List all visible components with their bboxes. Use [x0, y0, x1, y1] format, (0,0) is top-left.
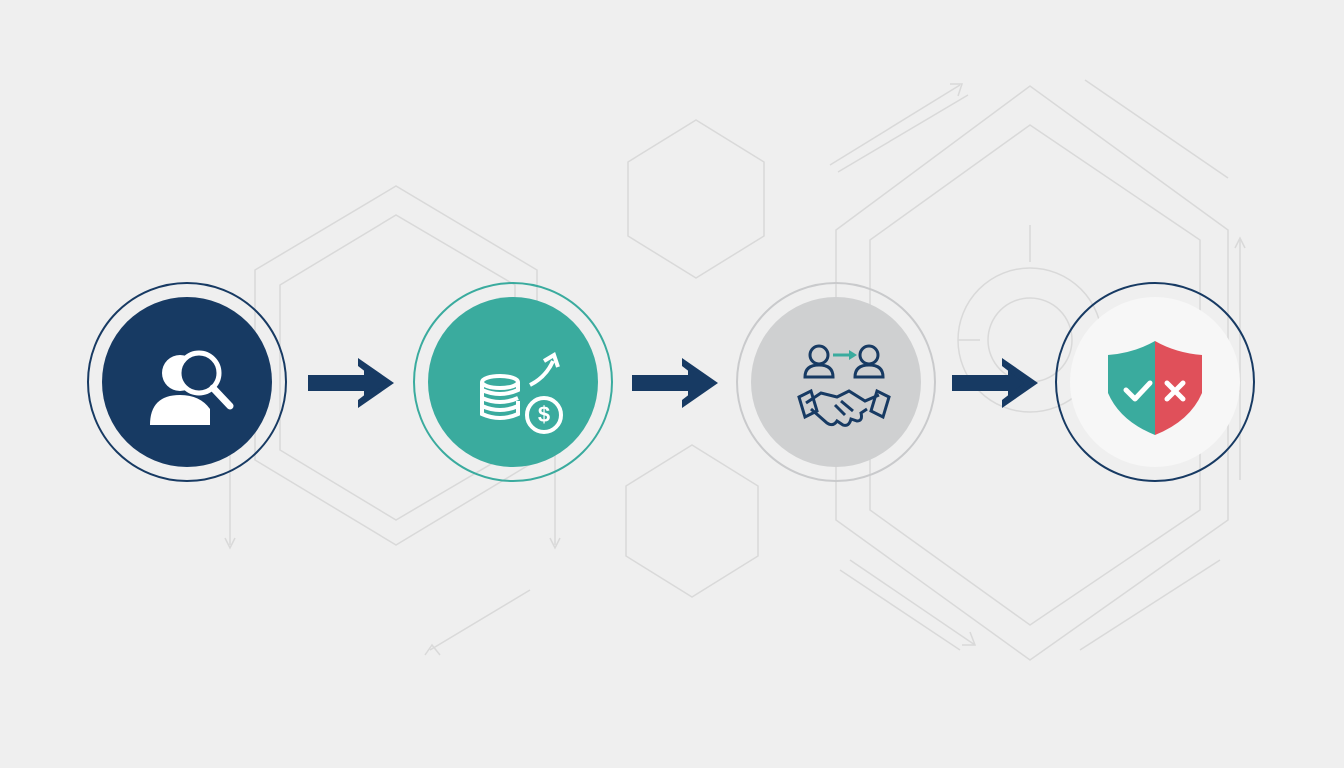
step-handshake-transfer: [736, 282, 936, 482]
step-ring: [1055, 282, 1255, 482]
shield-check-cross-icon: [1108, 341, 1202, 435]
step-approve-reject: [1055, 282, 1255, 482]
step-disc: [428, 297, 598, 467]
handshake-transfer-icon: [797, 344, 891, 427]
right-arrow-icon: [308, 358, 394, 408]
step-ring: [87, 282, 287, 482]
coins-dollar-growth-icon: $: [480, 352, 563, 434]
step-ring: [736, 282, 936, 482]
step-disc: [751, 297, 921, 467]
right-arrow-icon: [632, 358, 718, 408]
step-ring: [413, 282, 613, 482]
step-person-search: [87, 282, 287, 482]
svg-text:$: $: [538, 402, 550, 427]
person-search-icon: [150, 350, 234, 425]
right-arrow-icon: [952, 358, 1038, 408]
step-money-growth: $: [413, 282, 613, 482]
